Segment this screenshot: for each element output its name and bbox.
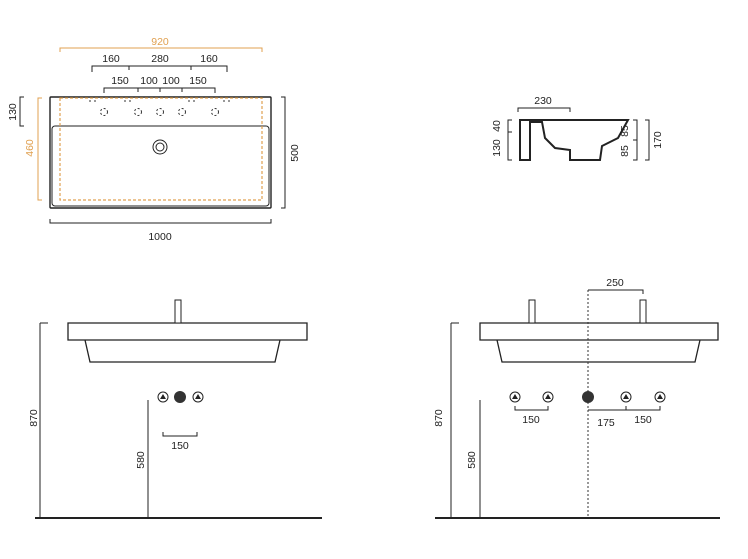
drain-outlet-icon: [174, 391, 186, 403]
dim-170: 170: [652, 131, 664, 149]
dim-150-left-double: 150: [522, 414, 540, 426]
dim-460: 460: [24, 139, 36, 157]
drain-icon: [152, 139, 168, 155]
dim-160-right: 160: [200, 53, 218, 65]
dim-130: 130: [7, 103, 19, 121]
bowl-area-outline: [59, 97, 263, 201]
dim-175: 175: [597, 417, 615, 429]
dim-130-side: 130: [491, 139, 503, 157]
front-view-double-tap: 250 870 580 150 175 150: [433, 277, 720, 519]
dim-150-right-double: 150: [634, 414, 652, 426]
top-view: 920 160 280 160 150 100 100 150 130 460 …: [7, 36, 301, 243]
dim-100-left: 100: [140, 75, 158, 87]
dim-100-right: 100: [162, 75, 180, 87]
dim-920: 920: [151, 36, 169, 48]
dim-150-right: 150: [189, 75, 207, 87]
dim-line-920: [59, 47, 263, 52]
dim-230: 230: [534, 95, 552, 107]
front-view-single-tap: 870 580 150: [28, 299, 322, 519]
bowl-outline: [51, 125, 270, 207]
dim-870-double: 870: [433, 409, 445, 427]
dim-160-left: 160: [102, 53, 120, 65]
dim-1000: 1000: [148, 231, 172, 243]
dim-150-single: 150: [171, 440, 189, 452]
dim-150-left: 150: [111, 75, 129, 87]
dim-500: 500: [289, 144, 301, 162]
side-section-view: 230 130 40 85 85 170: [491, 95, 664, 161]
dim-250: 250: [606, 277, 624, 289]
dim-580: 580: [135, 451, 147, 469]
dim-85-top: 85: [619, 125, 631, 137]
tap-icon: [174, 299, 182, 324]
dim-580-double: 580: [466, 451, 478, 469]
dim-85-bottom: 85: [619, 145, 631, 157]
dim-870: 870: [28, 409, 40, 427]
tap-left-icon: [528, 299, 536, 324]
dim-280: 280: [151, 53, 169, 65]
dim-40: 40: [491, 120, 503, 132]
tap-right-icon: [639, 299, 647, 324]
basin-outline: [49, 96, 272, 209]
